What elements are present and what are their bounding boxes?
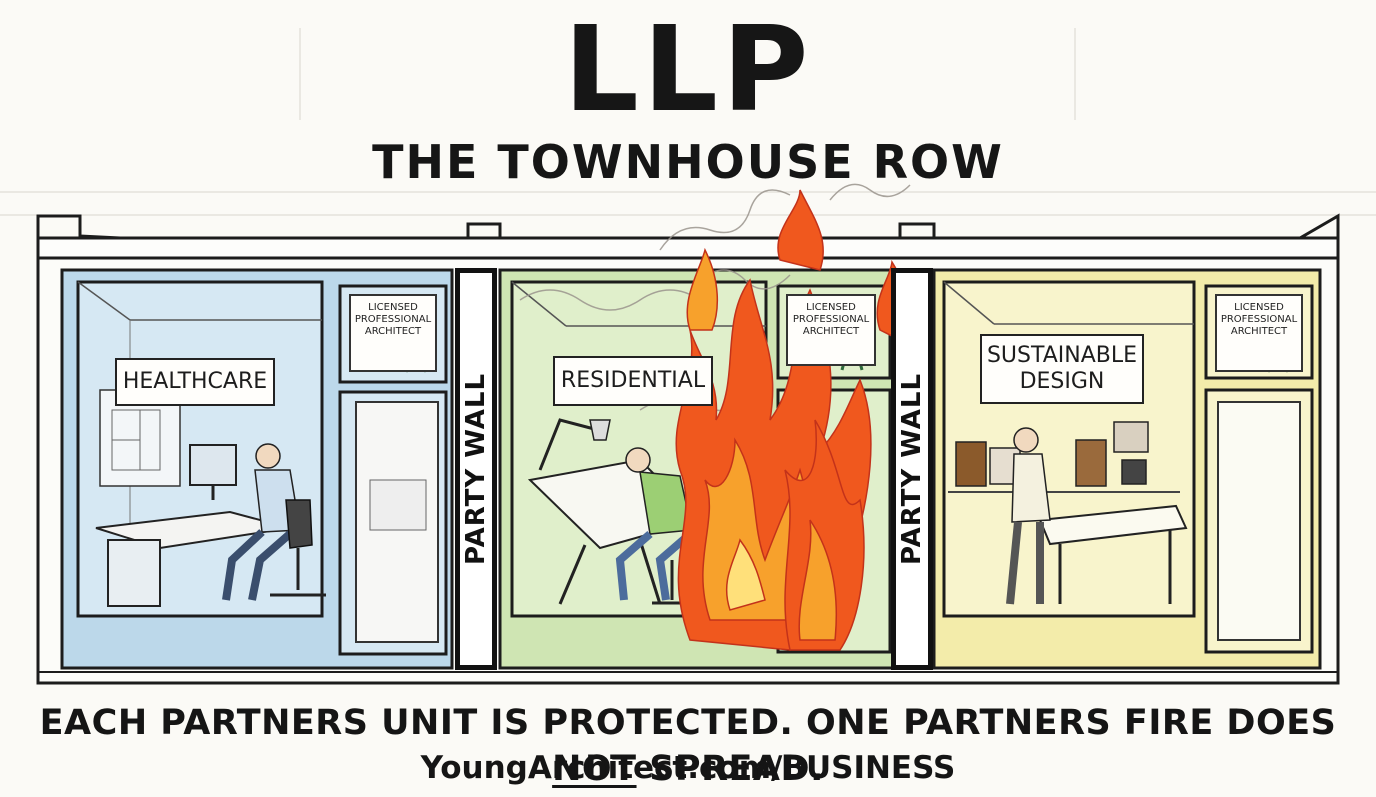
fire bbox=[675, 189, 908, 651]
party-wall: PARTY WALL bbox=[891, 268, 933, 670]
certificate-text: ARCHITECT bbox=[1230, 326, 1288, 337]
unit-label-line: SUSTAINABLE bbox=[986, 343, 1138, 368]
certificate-text: PROFESSIONAL bbox=[354, 314, 432, 325]
unit-label-residential: RESIDENTIAL bbox=[553, 356, 713, 406]
certificate-text: LICENSED bbox=[368, 302, 418, 313]
license-certificate: LICENSED PROFESSIONAL ARCHITECT bbox=[786, 294, 876, 366]
party-wall-label: PARTY WALL bbox=[461, 372, 491, 566]
unit-label-sustainable-design: SUSTAINABLE DESIGN bbox=[980, 334, 1144, 404]
unit-label-healthcare: HEALTHCARE bbox=[115, 358, 275, 406]
website-url: YoungArchitect.com/BUSINESS bbox=[420, 750, 956, 786]
party-wall-label: PARTY WALL bbox=[897, 372, 927, 566]
certificate-text: LICENSED bbox=[1234, 302, 1284, 313]
certificate-text: ARCHITECT bbox=[364, 326, 422, 337]
caption-text: EACH PARTNERS UNIT IS PROTECTED. ONE PAR… bbox=[39, 703, 1337, 743]
party-wall: PARTY WALL bbox=[455, 268, 497, 670]
certificate-text: ARCHITECT bbox=[802, 326, 860, 337]
certificate-text: PROFESSIONAL bbox=[792, 314, 870, 325]
certificate-text: LICENSED bbox=[806, 302, 856, 313]
page-title: LLP bbox=[563, 0, 813, 138]
page-subtitle: THE TOWNHOUSE ROW bbox=[372, 135, 1004, 189]
caption-emphasis: NOT bbox=[552, 749, 637, 789]
certificate-text: PROFESSIONAL bbox=[1220, 314, 1298, 325]
unit-label-line: DESIGN bbox=[1019, 369, 1105, 394]
license-certificate: LICENSED PROFESSIONAL ARCHITECT bbox=[349, 294, 437, 372]
roof-parapet bbox=[36, 213, 1340, 240]
caption: EACH PARTNERS UNIT IS PROTECTED. ONE PAR… bbox=[0, 700, 1376, 792]
caption-text: SPREAD. bbox=[636, 749, 824, 789]
license-certificate: LICENSED PROFESSIONAL ARCHITECT bbox=[1215, 294, 1303, 372]
